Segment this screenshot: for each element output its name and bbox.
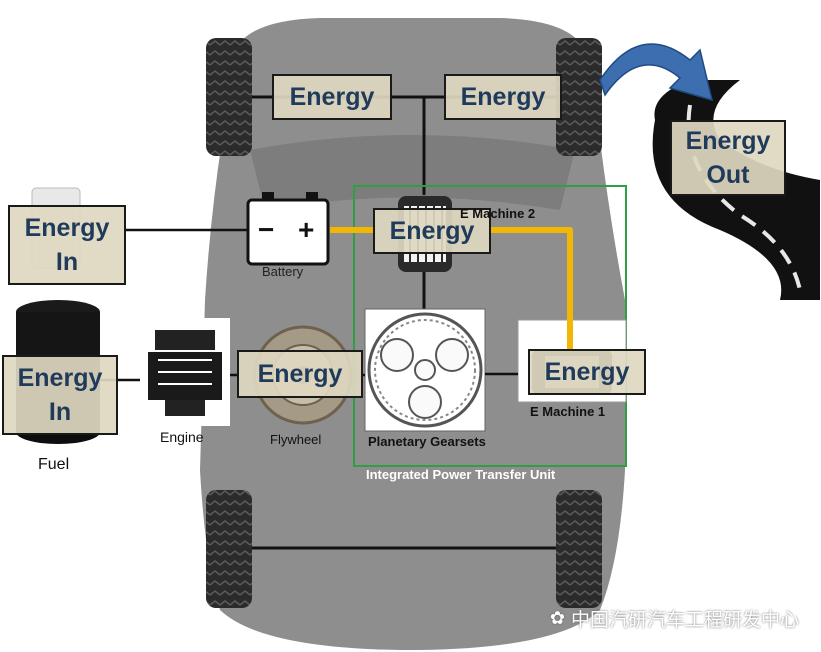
tire-front-left <box>206 38 252 156</box>
ptu-label: Integrated Power Transfer Unit <box>366 467 556 482</box>
energy-box-emachine2: Energy <box>373 208 491 254</box>
planetary-label: Planetary Gearsets <box>368 434 486 449</box>
planetary-gears-icon <box>364 308 486 432</box>
watermark: ✿ 中国汽研汽车工程研发中心 <box>550 605 799 632</box>
tire-rear-left <box>206 490 252 608</box>
energy-in-plug-line1: Energy <box>24 214 110 242</box>
energy-out-box: Energy Out <box>670 120 786 196</box>
battery-label: Battery <box>262 264 304 279</box>
watermark-text: 中国汽研汽车工程研发中心 <box>570 609 799 631</box>
battery-icon <box>246 192 330 266</box>
energy-box-front-left: Energy <box>272 74 392 120</box>
energy-out-arrow <box>599 43 714 102</box>
energy-in-fuel-line1: Energy <box>17 364 103 392</box>
fuel-label: Fuel <box>38 456 70 473</box>
energy-box-emachine1: Energy <box>528 349 646 395</box>
battery-minus-symbol: − <box>258 214 275 245</box>
emachine1-label: E Machine 1 <box>530 404 606 419</box>
energy-box-flywheel: Energy <box>237 350 363 398</box>
energy-out-line2: Out <box>706 161 750 189</box>
engine-icon <box>140 318 230 426</box>
emachine2-label: E Machine 2 <box>460 206 536 221</box>
electric-path <box>330 227 573 350</box>
tire-rear-right <box>556 490 602 608</box>
car-windshield <box>250 135 575 210</box>
tire-front-right <box>556 38 602 156</box>
energy-box-front-right: Energy <box>444 74 562 120</box>
energy-in-fuel-line2: In <box>48 398 72 426</box>
engine-label: Engine <box>160 429 204 445</box>
flywheel-label: Flywheel <box>270 432 322 447</box>
battery-plus-symbol: + <box>298 214 315 245</box>
energy-in-plug-line2: In <box>55 248 79 276</box>
wechat-icon: ✿ <box>549 608 565 629</box>
energy-out-line1: Energy <box>685 127 771 155</box>
energy-in-plug-box: Energy In <box>8 205 126 285</box>
energy-in-fuel-box: Energy In <box>2 355 118 435</box>
